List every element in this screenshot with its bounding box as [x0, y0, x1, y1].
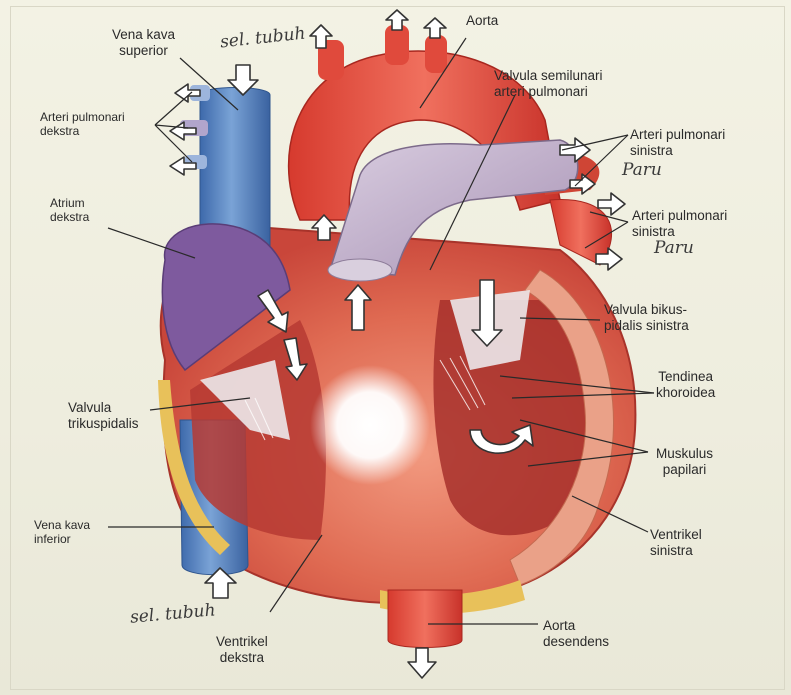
aorta-branch-2: [385, 25, 409, 65]
aorta-branch-3: [425, 35, 447, 73]
arrow-up-aorta-3: [424, 18, 446, 38]
glare: [310, 365, 430, 485]
aorta-desendens: [388, 590, 462, 648]
handwriting-paru-2: Paru: [654, 238, 694, 258]
label-valvula-bikuspidalis: Valvula bikus-pidalis sinistra: [604, 302, 689, 334]
handwriting-paru-1: Paru: [622, 160, 662, 180]
label-aorta: Aorta: [466, 13, 498, 29]
valvula-semilunari: [328, 259, 392, 281]
arrow-down-aorta-desendens: [408, 648, 436, 678]
